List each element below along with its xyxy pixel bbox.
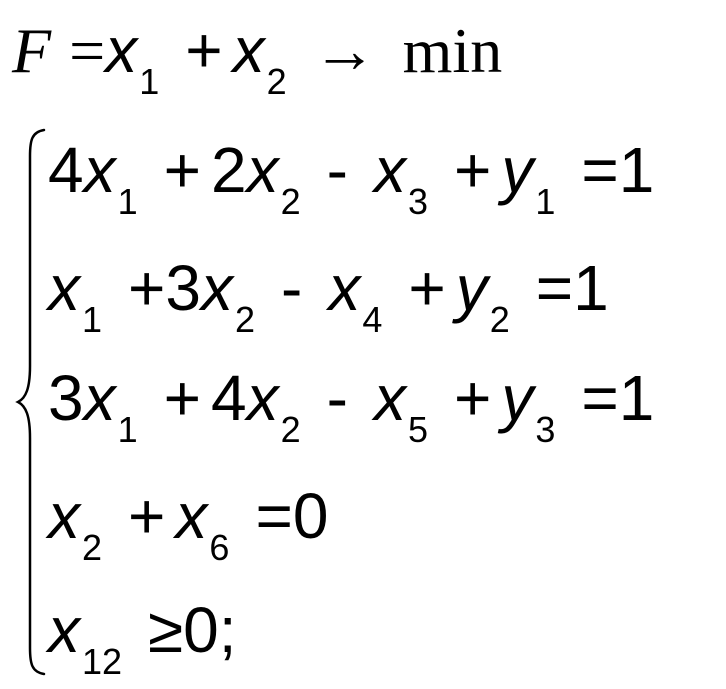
c2-op1: + <box>128 252 166 324</box>
objective-equals: = <box>69 15 106 86</box>
c5-rel: ≥ <box>148 594 184 666</box>
objective-term1-var: x <box>105 14 138 86</box>
c1-sub4: 1 <box>535 181 556 222</box>
c5-var1: x <box>48 594 80 666</box>
objective-term2-var: x <box>232 14 265 86</box>
c3-rhs: 1 <box>618 362 655 434</box>
c3-op1: + <box>163 362 201 434</box>
c1-var4: y <box>501 134 534 206</box>
objective-arrow: → <box>312 15 377 86</box>
c3-var2: x <box>246 362 279 434</box>
c2-sub3: 4 <box>362 299 383 340</box>
constraint-row-4: x2+x6=0 <box>48 484 328 566</box>
c3-var3: x <box>373 362 406 434</box>
c3-op2: - <box>326 362 348 434</box>
c1-coef1: 4 <box>48 134 84 206</box>
c2-var3: x <box>328 252 361 324</box>
c4-sub2: 6 <box>209 527 230 568</box>
c2-sub2: 2 <box>235 299 256 340</box>
c1-coef2: 2 <box>211 134 247 206</box>
c3-var4: y <box>501 362 534 434</box>
c2-op3: + <box>408 252 446 324</box>
c3-op3: + <box>453 362 492 434</box>
c1-rel: = <box>581 134 619 206</box>
c1-op2: - <box>326 134 348 206</box>
c3-sub3: 5 <box>407 409 428 450</box>
c4-var2: x <box>175 480 208 552</box>
c2-coef2: 3 <box>165 252 201 324</box>
c2-rhs: 1 <box>573 252 609 324</box>
c1-var2: x <box>246 134 279 206</box>
c3-coef2: 4 <box>211 362 247 434</box>
c4-rel: = <box>255 480 293 552</box>
c3-sub4: 3 <box>535 409 556 450</box>
constraint-row-3: 3x1+4x2-x5+y3=1 <box>48 366 654 448</box>
objective-term2-sub: 2 <box>266 61 287 102</box>
c2-op2: - <box>281 252 303 324</box>
c3-rel: = <box>581 362 619 434</box>
c5-rhs: 0; <box>183 594 237 666</box>
c1-sub1: 1 <box>117 181 138 222</box>
system-brace-icon <box>15 128 46 676</box>
c4-sub1: 2 <box>82 527 103 568</box>
c2-var4: y <box>455 252 488 324</box>
c4-rhs: 0 <box>292 480 329 552</box>
c1-op1: + <box>163 134 201 206</box>
constraint-row-2: x1+3x2-x4+y2=1 <box>48 256 609 338</box>
c2-sub1: 1 <box>82 299 103 340</box>
c4-op1: + <box>128 480 166 552</box>
objective-function: F=x1+x2→min <box>12 15 503 100</box>
objective-term1-sub: 1 <box>139 61 160 102</box>
c1-rhs: 1 <box>618 134 655 206</box>
c3-coef1: 3 <box>48 362 84 434</box>
constraint-row-5: x12≥0; <box>48 598 237 680</box>
objective-lhs: F <box>12 15 52 86</box>
c2-var2: x <box>201 252 233 324</box>
c3-var1: x <box>83 362 116 434</box>
c1-sub2: 2 <box>280 181 301 222</box>
c3-sub2: 2 <box>280 409 301 450</box>
c1-var3: x <box>373 134 406 206</box>
c4-var1: x <box>48 480 80 552</box>
constraint-row-1: 4x1+2x2-x3+y1=1 <box>48 138 654 220</box>
c2-sub4: 2 <box>489 299 510 340</box>
objective-goal: min <box>402 15 503 86</box>
c3-sub1: 1 <box>117 409 138 450</box>
c1-var1: x <box>83 134 116 206</box>
c1-op3: + <box>453 134 492 206</box>
c2-rel: = <box>535 252 574 324</box>
objective-plus: + <box>185 14 223 86</box>
c2-var1: x <box>48 252 80 324</box>
c5-sub1: 12 <box>82 641 123 682</box>
c1-sub3: 3 <box>407 181 428 222</box>
